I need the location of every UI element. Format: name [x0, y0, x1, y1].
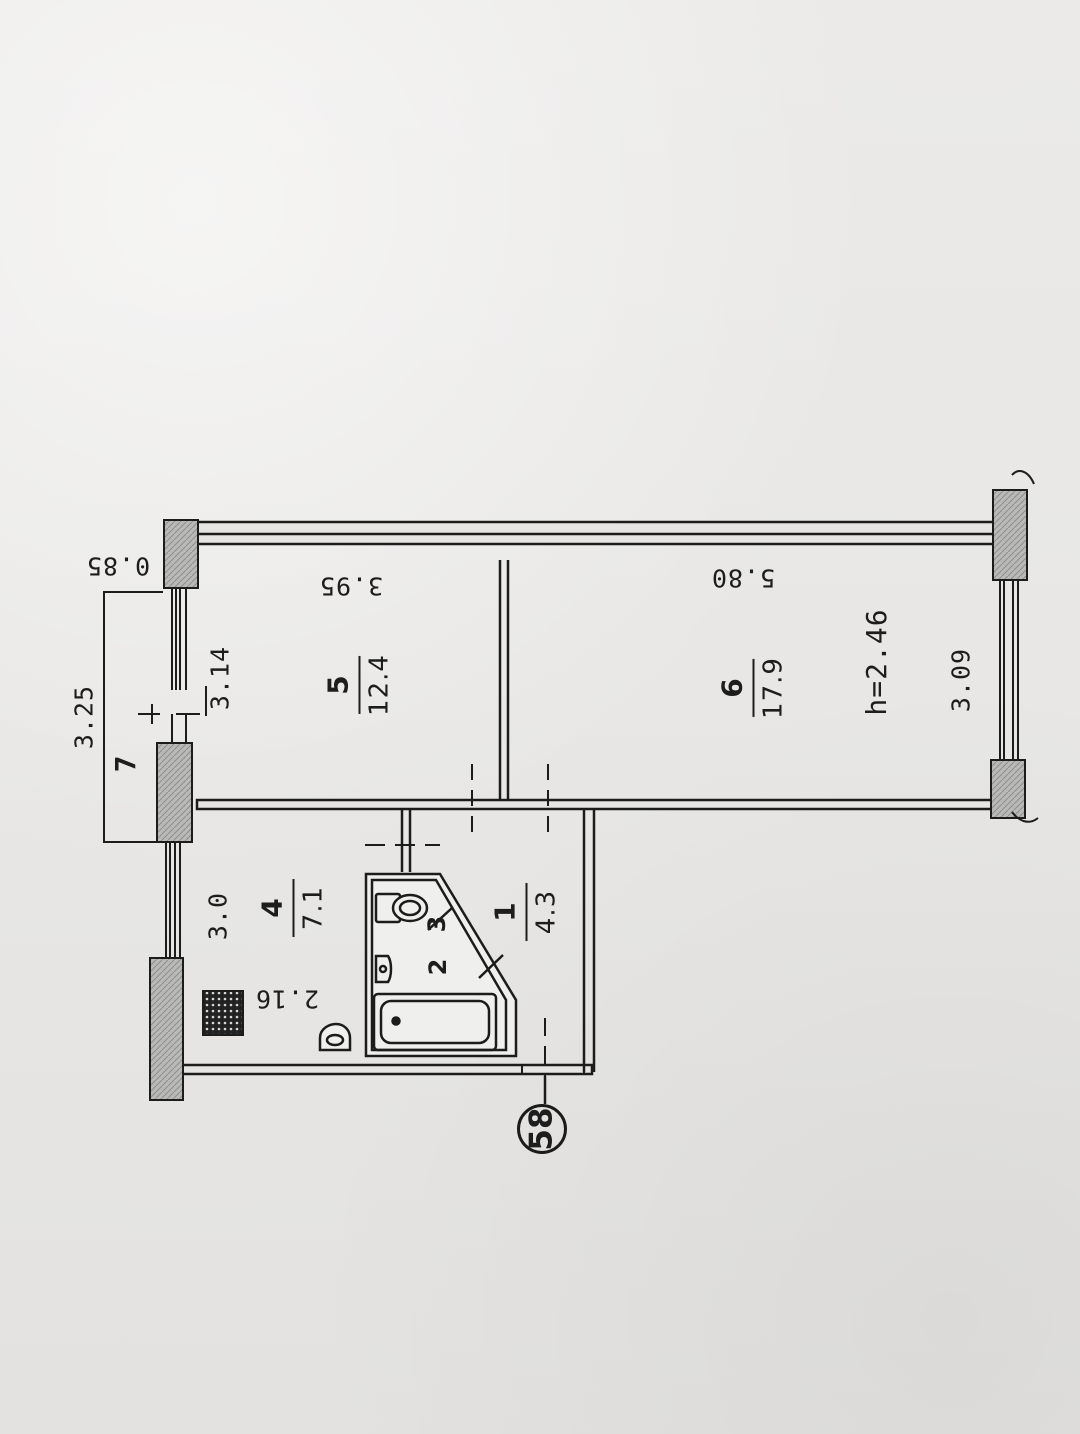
room-area-1: 4.3: [531, 889, 562, 935]
room-number-4: 4: [255, 898, 289, 918]
room-number-1: 1: [488, 902, 522, 922]
dim-room5-length: 3.95: [318, 571, 384, 601]
outer-left-wall: [149, 519, 199, 1101]
room-label-5: 5 12.4: [322, 654, 395, 716]
room-label-6: 6 17.9: [716, 657, 789, 719]
room-number-3: 3: [423, 915, 451, 933]
room-number-6: 6: [715, 678, 749, 698]
fraction-line: [525, 883, 528, 941]
dim-room6-length: 5.80: [710, 563, 776, 593]
kitchen-sink: [318, 1022, 352, 1052]
toilet: [374, 892, 429, 924]
ceiling-height: h=2.46: [860, 608, 893, 716]
axis-marker: 58: [517, 1104, 567, 1154]
room-label-1: 1 4.3: [489, 883, 562, 941]
axis-marker-label: 58: [523, 1107, 560, 1151]
stove: [202, 990, 244, 1036]
section-marks: [138, 686, 585, 1102]
room-area-4: 7.1: [298, 885, 329, 931]
outer-right-wall: [990, 470, 1039, 823]
balcony: [103, 591, 163, 843]
dim-room6-width: 3.09: [946, 647, 976, 713]
fraction-line: [358, 656, 361, 715]
dim-kitchen-length: 2.16: [254, 984, 320, 1014]
room-label-4: 4 7.1: [256, 879, 329, 937]
fraction-line: [292, 879, 295, 937]
room-number-7: 7: [109, 755, 142, 773]
bathtub: [372, 992, 498, 1052]
room-area-5: 12.4: [364, 654, 395, 716]
dim-kitchen-width: 3.0: [203, 891, 233, 941]
room-number-2: 2: [424, 958, 452, 976]
dim-room5-window-wall: 3.14: [205, 645, 235, 711]
dim-balcony-depth: 0.85: [85, 551, 151, 581]
room-number-5: 5: [321, 675, 355, 695]
fraction-line: [752, 659, 755, 718]
room-area-6: 17.9: [758, 657, 789, 719]
washbasin: [374, 954, 393, 984]
dim-balcony-length: 3.25: [69, 684, 99, 750]
